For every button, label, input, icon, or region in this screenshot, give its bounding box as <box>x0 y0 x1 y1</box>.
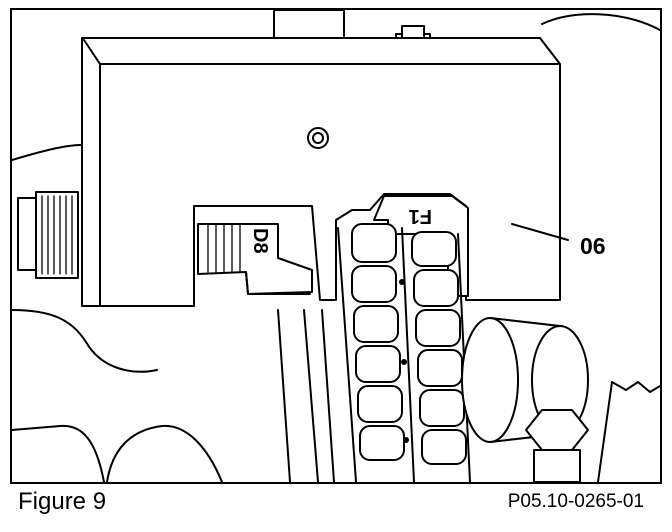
callout-06-label: 06 <box>580 233 606 259</box>
engine-block-outline-lower <box>12 424 105 482</box>
chain-link-left-6 <box>359 425 405 461</box>
chain-pin-2 <box>401 359 407 365</box>
chain-link-right-2 <box>413 269 459 307</box>
engine-block-outline-left <box>12 309 158 373</box>
top-right-curve <box>541 13 660 31</box>
right-gear-edge <box>597 381 660 482</box>
small-top-bolt-head <box>401 25 425 39</box>
engine-cover-curve <box>106 424 223 482</box>
tooth-d8-label: D8 <box>249 228 271 254</box>
chain-center-guide <box>401 227 415 482</box>
hex-nut-shaft <box>533 449 581 482</box>
chain-link-right-1 <box>411 231 457 267</box>
chain-link-left-2 <box>351 265 397 303</box>
chain-link-left-5 <box>357 385 403 423</box>
chain-link-left-3 <box>353 305 399 343</box>
engine-diagram: D8 F1 <box>12 10 660 482</box>
chain-left-guide <box>337 227 357 482</box>
left-bolt-thread <box>41 195 73 275</box>
left-guide-rail-2 <box>303 309 319 482</box>
right-cylinder-1 <box>461 317 519 443</box>
timing-chain <box>337 223 471 482</box>
diagram-frame: D8 F1 <box>10 8 662 484</box>
figure-reference-code: P05.10-0265-01 <box>507 491 644 512</box>
left-guide-rail-1 <box>277 309 291 482</box>
chain-link-left-1 <box>351 223 397 263</box>
chain-link-left-4 <box>355 345 401 383</box>
left-bolt-head <box>35 191 79 279</box>
figure-caption: Figure 9 <box>18 488 107 515</box>
tooth-d8-block <box>197 223 313 295</box>
chain-link-right-4 <box>417 349 463 387</box>
tooth-d8-hatching <box>207 223 241 273</box>
chain-link-right-3 <box>415 309 461 347</box>
tooth-d8-lower <box>245 271 311 295</box>
holding-fixture-06 <box>81 37 561 307</box>
cylinder-top-link <box>489 317 561 327</box>
chain-pin-3 <box>403 437 409 443</box>
callout-06-leader <box>511 223 569 241</box>
tooth-f1-label: F1 <box>409 205 432 227</box>
chain-link-right-5 <box>419 389 465 427</box>
chain-pin-1 <box>399 279 405 285</box>
fixture-center-hole-inner <box>312 132 324 144</box>
chain-link-right-6 <box>421 429 467 465</box>
left-guide-rail-3 <box>321 309 335 482</box>
